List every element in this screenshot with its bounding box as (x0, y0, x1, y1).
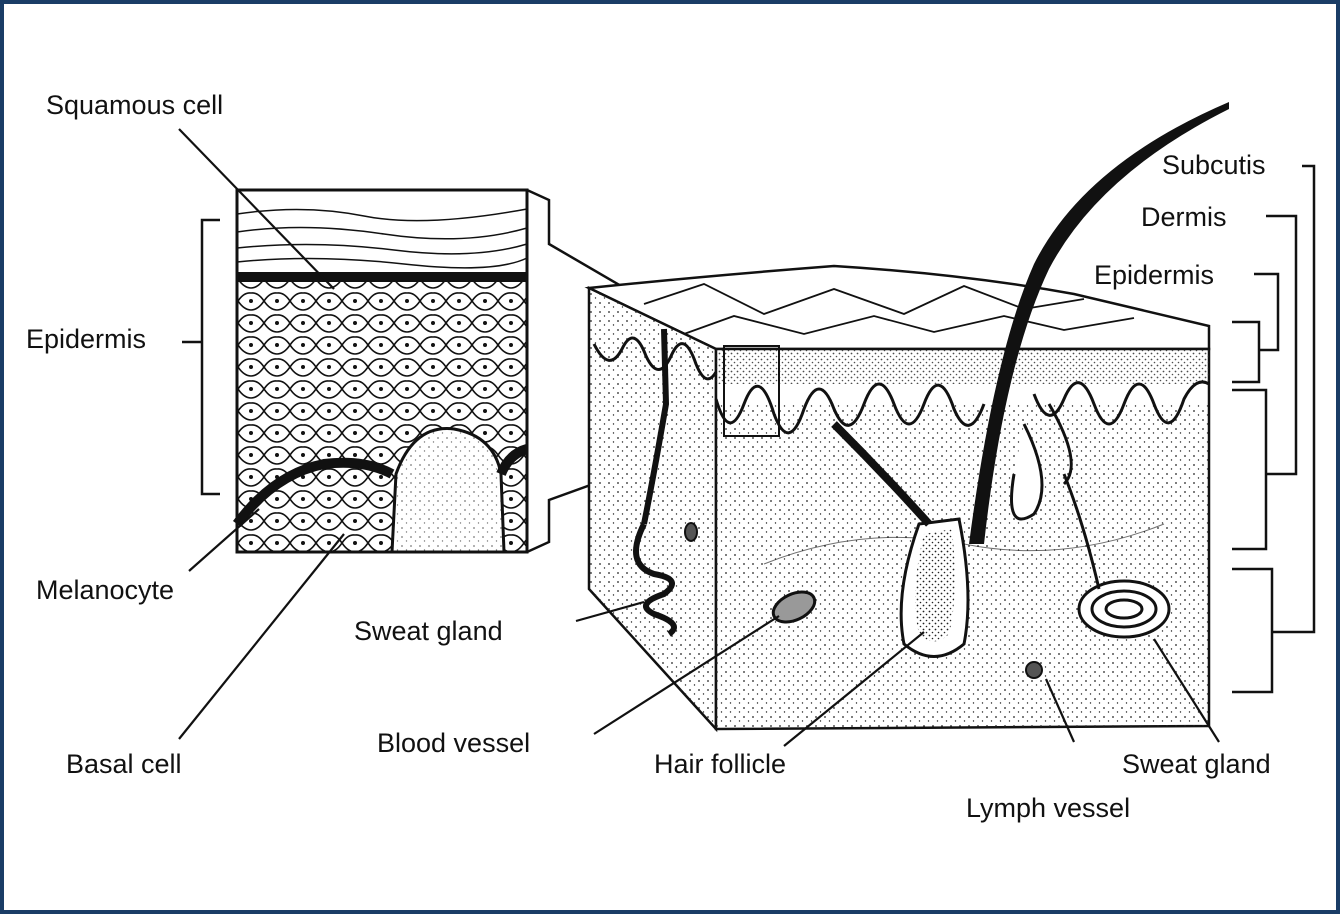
label-dermis: Dermis (1141, 204, 1227, 231)
skin-block (589, 102, 1229, 729)
label-sweat-gland-right: Sweat gland (1122, 751, 1271, 778)
skin-diagram (4, 4, 1340, 918)
layer-brackets (1232, 166, 1314, 692)
epidermis-left-bracket (182, 220, 220, 494)
label-basal-cell: Basal cell (66, 751, 182, 778)
label-blood-vessel: Blood vessel (377, 730, 530, 757)
epidermis-inset (237, 190, 527, 552)
label-lymph-vessel: Lymph vessel (966, 795, 1130, 822)
label-epidermis-left: Epidermis (26, 326, 146, 353)
label-subcutis: Subcutis (1162, 152, 1266, 179)
label-melanocyte: Melanocyte (36, 577, 174, 604)
label-epidermis-right: Epidermis (1094, 262, 1214, 289)
label-squamous-cell: Squamous cell (46, 92, 223, 119)
label-hair-follicle: Hair follicle (654, 751, 786, 778)
label-sweat-gland-left: Sweat gland (354, 618, 503, 645)
